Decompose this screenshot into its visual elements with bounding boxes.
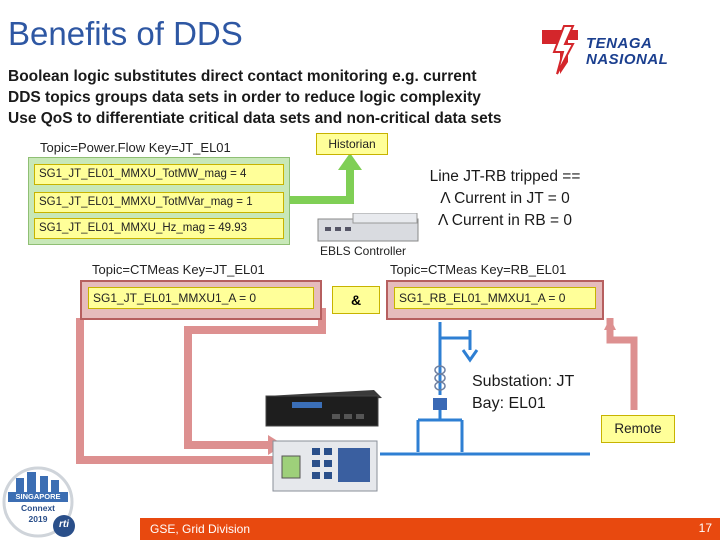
data-row: SG1_JT_EL01_MMXU_Hz_mag = 49.93 bbox=[34, 218, 284, 239]
trip-line: Λ Current in RB = 0 bbox=[438, 212, 572, 229]
footer-division: GSE, Grid Division bbox=[150, 522, 251, 536]
singapore-connext-badge-icon bbox=[2, 466, 75, 538]
remote-label: Remote bbox=[601, 415, 675, 443]
rti-logo: rti bbox=[59, 519, 69, 530]
data-row: SG1_JT_EL01_MMXU_TotMW_mag = 4 bbox=[34, 164, 284, 185]
logo-line: TENAGA bbox=[586, 35, 653, 52]
topic-ctmeas-jt-label: Topic=CTMeas Key=JT_EL01 bbox=[92, 262, 265, 277]
bullet-list: Boolean logic substitutes direct contact… bbox=[8, 66, 502, 129]
bullet-item: DDS topics groups data sets in order to … bbox=[8, 89, 481, 106]
ied-relay-icon bbox=[272, 440, 378, 492]
gateway-device-icon bbox=[265, 390, 382, 427]
trip-line: Line JT-RB tripped == bbox=[429, 168, 581, 185]
topic-ctmeas-rb-label: Topic=CTMeas Key=RB_EL01 bbox=[390, 262, 567, 277]
data-row: SG1_RB_EL01_MMXU1_A = 0 bbox=[394, 287, 596, 309]
footer-bar bbox=[140, 518, 720, 540]
logo-line: NASIONAL bbox=[586, 51, 669, 68]
topic-powerflow-label: Topic=Power.Flow Key=JT_EL01 bbox=[40, 140, 231, 155]
data-row: SG1_JT_EL01_MMXU1_A = 0 bbox=[88, 287, 314, 309]
ebls-controller-label: EBLS Controller bbox=[320, 244, 407, 258]
bullet-item: Use QoS to differentiate critical data s… bbox=[8, 110, 502, 127]
bullet-item: Boolean logic substitutes direct contact… bbox=[8, 68, 477, 85]
substation-label: Substation: JT Bay: EL01 bbox=[472, 371, 574, 415]
historian-label: Historian bbox=[316, 133, 388, 155]
badge-location: SINGAPORE bbox=[15, 492, 61, 501]
slide-title: Benefits of DDS bbox=[8, 15, 243, 52]
badge-year: 2019 bbox=[28, 514, 48, 524]
tenaga-logo-icon bbox=[542, 25, 578, 75]
badge-event: Connext bbox=[21, 503, 55, 513]
substation-line: Substation: JT bbox=[472, 373, 575, 390]
logo-wordmark: TENAGA NASIONAL bbox=[586, 36, 668, 68]
trip-line: Λ Current in JT = 0 bbox=[440, 190, 570, 207]
and-gate: & bbox=[332, 286, 380, 314]
page-number: 17 bbox=[698, 521, 712, 535]
ebls-controller-icon bbox=[317, 213, 419, 242]
data-row: SG1_JT_EL01_MMXU_TotMVar_mag = 1 bbox=[34, 192, 284, 213]
substation-line: Bay: EL01 bbox=[472, 395, 546, 412]
trip-condition-text: Line JT-RB tripped == Λ Current in JT = … bbox=[410, 166, 600, 232]
